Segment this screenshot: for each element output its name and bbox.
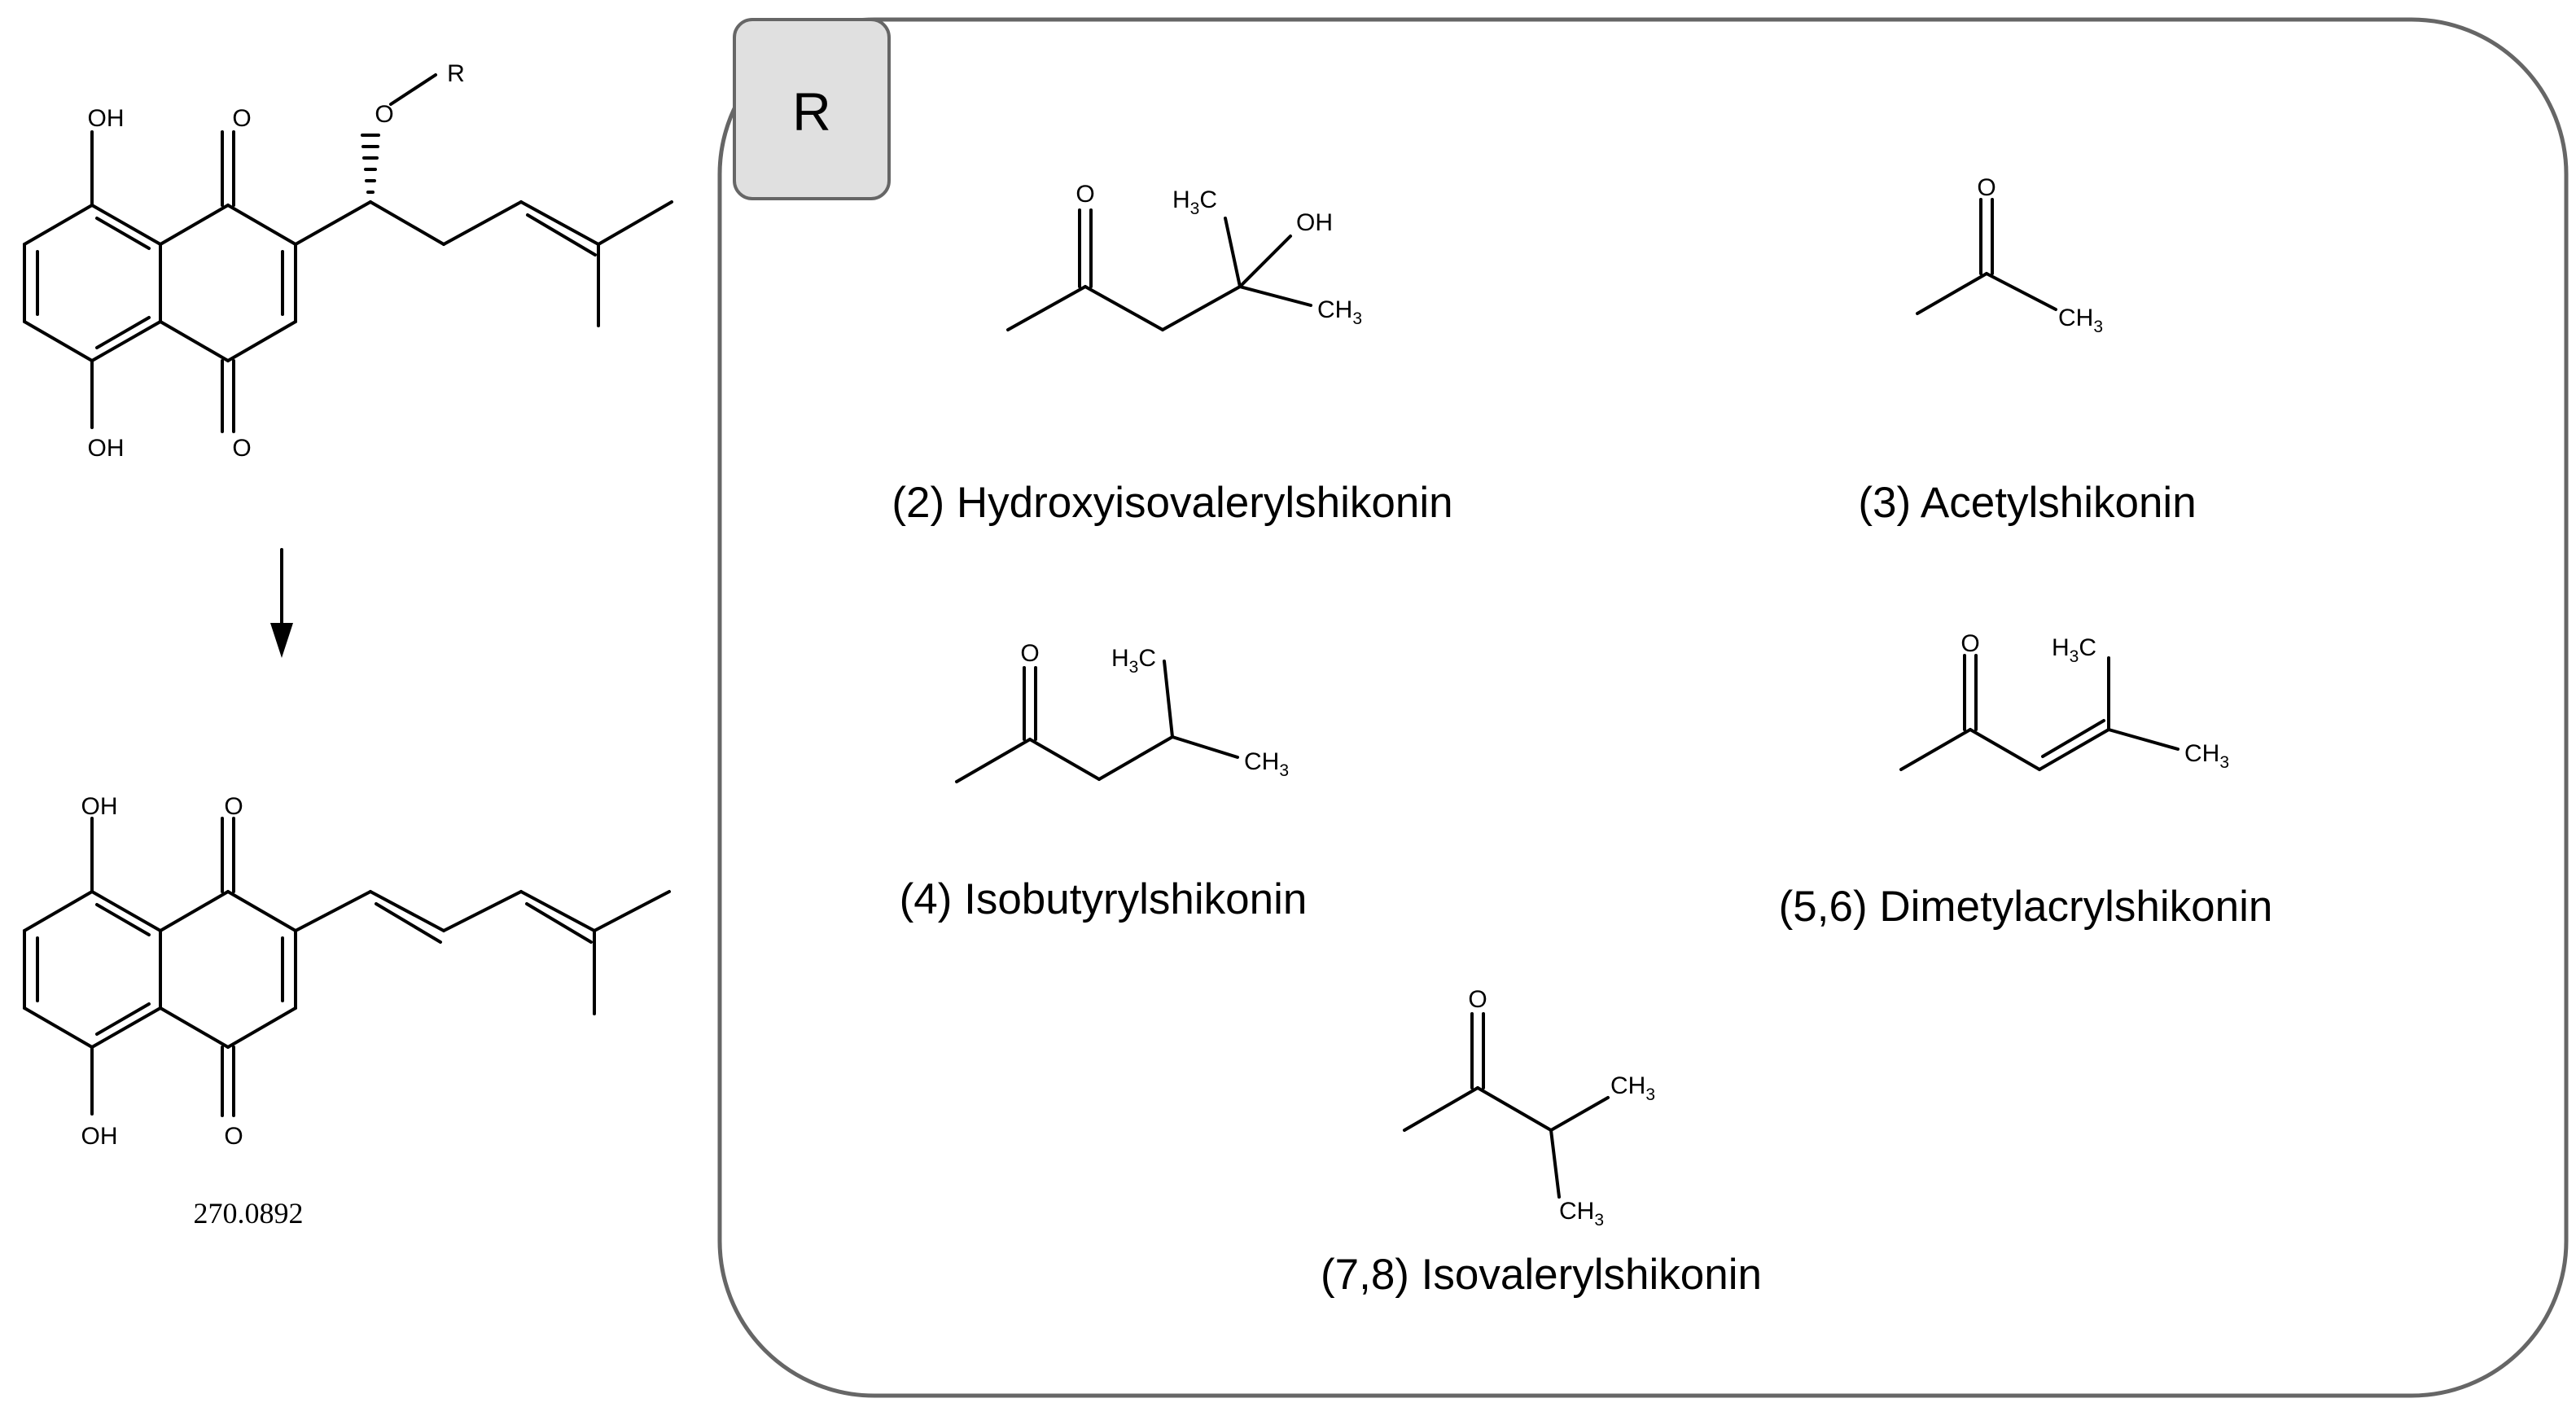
ch3-label: CH3 <box>1610 1072 1655 1104</box>
compound-name-3: (3) Acetylshikonin <box>1858 479 2196 527</box>
compound-name-7-8: (7,8) Isovalerylshikonin <box>1321 1251 1762 1299</box>
ch3-label: CH3 <box>1317 296 1362 328</box>
compound-name-5-6: (5,6) Dimetylacrylshikonin <box>1779 883 2273 931</box>
ch3-label: CH3 <box>1244 748 1289 780</box>
compound-name-2: (2) Hydroxyisovalerylshikonin <box>892 479 1452 527</box>
r-panel: R <box>717 17 2569 1398</box>
reaction-arrow <box>270 548 293 658</box>
r-panel-label: R <box>792 81 831 142</box>
oh-label: OH <box>81 793 118 820</box>
stereo-hash-wedge <box>361 134 380 194</box>
ch3-label: CH3 <box>2058 305 2103 336</box>
acetyl-fragment: O CH3 (3) Acetylshikonin <box>1858 174 2196 527</box>
carbonyl-o-label: O <box>1076 181 1094 208</box>
hydroxyisovaleryl-fragment: O H3C OH CH3 (2) Hydroxyisovalerylshikon… <box>892 181 1452 527</box>
ch3-label: CH3 <box>1559 1198 1604 1230</box>
carbonyl-o-label: O <box>232 435 251 462</box>
compound-name-4: (4) Isobutyrylshikonin <box>900 875 1308 923</box>
carbonyl-o-label: O <box>1020 640 1039 667</box>
ester-o-label: O <box>375 101 393 128</box>
product-structure: OH O OH O 270.0892 <box>23 793 671 1230</box>
r-panel-tab <box>733 18 891 200</box>
oh-label: OH <box>88 435 125 462</box>
isobutyryl-fragment: O H3C CH3 (4) Isobutyrylshikonin <box>900 640 1308 923</box>
r-panel-frame <box>717 17 2569 1398</box>
ch3-label: H3C <box>1172 186 1217 218</box>
carbonyl-o-label: O <box>224 793 243 820</box>
isovaleryl-fragment: O CH3 CH3 (7,8) Isovalerylshikonin <box>1321 986 1762 1299</box>
carbonyl-o-label: O <box>1468 986 1487 1013</box>
oh-label: OH <box>81 1123 118 1150</box>
carbonyl-o-label: O <box>232 105 251 132</box>
r-group-label: R <box>447 60 465 87</box>
oh-label: OH <box>88 105 125 132</box>
ch3-label: H3C <box>1111 645 1156 677</box>
ch3-label: H3C <box>2052 634 2096 666</box>
carbonyl-o-label: O <box>1977 174 1996 201</box>
product-mass-label: 270.0892 <box>194 1197 304 1230</box>
shikonin-ester-structure: OH O OH O O R <box>23 60 673 462</box>
dimethylacryl-fragment: O H3C CH3 (5,6) Dimetylacrylshikonin <box>1779 630 2273 931</box>
hydroxyl-label: OH <box>1296 209 1333 236</box>
carbonyl-o-label: O <box>1960 630 1979 657</box>
ch3-label: CH3 <box>2184 740 2229 772</box>
carbonyl-o-label: O <box>224 1123 243 1150</box>
